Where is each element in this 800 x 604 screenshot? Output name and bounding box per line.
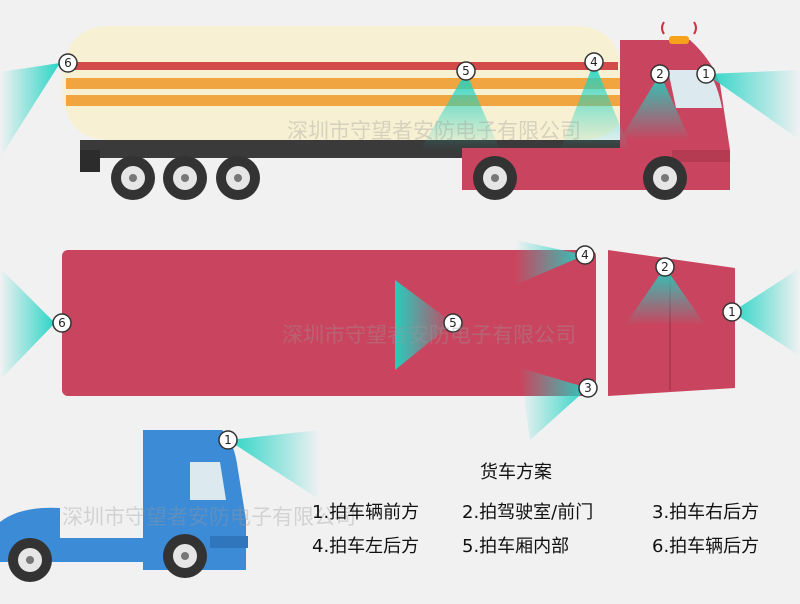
tank-stripe-red [70, 62, 618, 70]
trailer-top [62, 250, 596, 396]
watermark-3: 深圳市守望者安防电子有限公司 [62, 505, 356, 529]
legend-item-5: 5.拍车厢内部 [462, 536, 570, 557]
legend-item-2: 2.拍驾驶室/前门 [462, 502, 594, 523]
camera-5-marker: 5 [456, 61, 476, 81]
top-camera-2-marker: 2 [655, 257, 675, 277]
legend-item-6: 6.拍车辆后方 [652, 536, 760, 557]
camera-1-marker: 1 [696, 64, 716, 84]
blue-camera-1-beam [228, 430, 320, 500]
blue-cab-window [190, 462, 226, 500]
blue-tractor-fender [0, 507, 60, 540]
blue-camera-1-marker: 1 [218, 430, 238, 450]
legend-title: 货车方案 [480, 462, 552, 483]
svg-text:2: 2 [661, 260, 669, 274]
top-camera-6-beam [0, 268, 55, 380]
watermark-1: 深圳市守望者安防电子有限公司 [287, 119, 581, 143]
top-camera-5-marker: 5 [443, 313, 463, 333]
svg-text:3: 3 [584, 381, 592, 395]
top-camera-3-marker: 3 [578, 378, 598, 398]
top-camera-6-marker: 6 [52, 313, 72, 333]
svg-text:4: 4 [581, 248, 589, 262]
svg-text:5: 5 [449, 316, 457, 330]
camera-1-beam [706, 70, 800, 140]
svg-text:1: 1 [224, 433, 232, 447]
svg-text:1: 1 [728, 305, 736, 319]
svg-text:5: 5 [462, 64, 470, 78]
camera-6-marker: 6 [58, 53, 78, 73]
camera-4-marker: 4 [584, 52, 604, 72]
tank-stripe-orange-1 [66, 78, 620, 89]
camera-4-beam [560, 62, 630, 150]
svg-text:6: 6 [64, 56, 72, 70]
beacon-light [669, 36, 689, 44]
cab-bumper [672, 150, 730, 162]
watermark-2: 深圳市守望者安防电子有限公司 [282, 323, 576, 347]
tank-stripe-orange-2 [66, 95, 620, 106]
truck-top-view: 4 2 6 5 1 3 [0, 240, 800, 440]
top-camera-1-marker: 1 [722, 302, 742, 322]
tractor-wheels [473, 156, 687, 200]
legend-item-1: 1.拍车辆前方 [312, 502, 420, 523]
top-camera-4-beam [515, 240, 585, 285]
rear-bumper [80, 150, 100, 172]
svg-text:1: 1 [702, 67, 710, 81]
legend-item-4: 4.拍车左后方 [312, 536, 420, 557]
blue-tractor-wheels [8, 534, 207, 582]
top-camera-1-beam [732, 268, 800, 356]
camera-2-marker: 2 [650, 64, 670, 84]
legend-item-3: 3.拍车右后方 [652, 502, 760, 523]
tanker-truck-side-view: 6 5 4 2 1 [0, 21, 800, 200]
svg-text:4: 4 [590, 55, 598, 69]
blue-tractor-side-view: 1 [0, 430, 320, 582]
top-camera-5-beam [395, 280, 453, 370]
camera-6-beam [0, 63, 60, 158]
top-camera-2-beam [625, 267, 705, 325]
camera-2-beam [620, 74, 690, 140]
trailer-wheels [111, 156, 260, 200]
blue-cab-bumper [210, 536, 248, 548]
top-camera-4-marker: 4 [575, 245, 595, 265]
svg-text:2: 2 [656, 67, 664, 81]
camera-5-beam [420, 72, 500, 150]
svg-text:6: 6 [58, 316, 66, 330]
top-camera-3-beam [520, 368, 588, 440]
